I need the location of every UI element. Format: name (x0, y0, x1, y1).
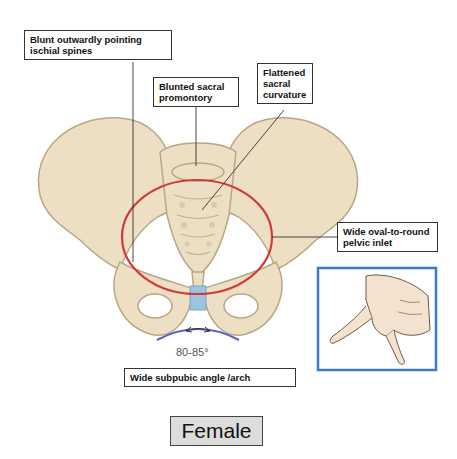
leader-lines (133, 62, 337, 262)
left-obturator (138, 294, 172, 318)
pubic-symphysis (190, 286, 206, 310)
left-pubis-ischium (114, 262, 191, 335)
right-pubis-ischium (205, 262, 282, 335)
callout-text: Blunted sacral promontory (159, 81, 233, 103)
callout-text: Wide subpubic angle /arch (130, 372, 290, 383)
angle-value: 80-85° (176, 346, 209, 358)
callout-box: Flattened sacral curvature (257, 63, 313, 104)
angle-arrows (186, 327, 210, 332)
pelvic-inlet-outline (122, 180, 272, 294)
sacrum (160, 143, 236, 275)
callout-text: Flattened sacral curvature (263, 67, 307, 100)
callout-box: Wide oval-to-round pelvic inlet (337, 222, 438, 252)
subpubic-arch (157, 329, 239, 340)
callout-box: Blunted sacral promontory (153, 77, 239, 107)
callout-box: Wide subpubic angle /arch (124, 368, 296, 387)
pelvis-bones (38, 118, 357, 335)
sacral-promontory (172, 163, 224, 181)
callout-text: Wide oval-to-round pelvic inlet (343, 226, 432, 248)
sacral-segments (174, 195, 222, 255)
right-obturator (224, 294, 258, 318)
left-ilium (38, 118, 175, 270)
sacral-foramina (179, 202, 217, 247)
title-box: Female (170, 416, 263, 446)
callout-text: Blunt outwardly pointing ischial spines (30, 34, 166, 56)
callout-box: Blunt outwardly pointing ischial spines (24, 30, 172, 60)
hand-inset (318, 268, 436, 370)
